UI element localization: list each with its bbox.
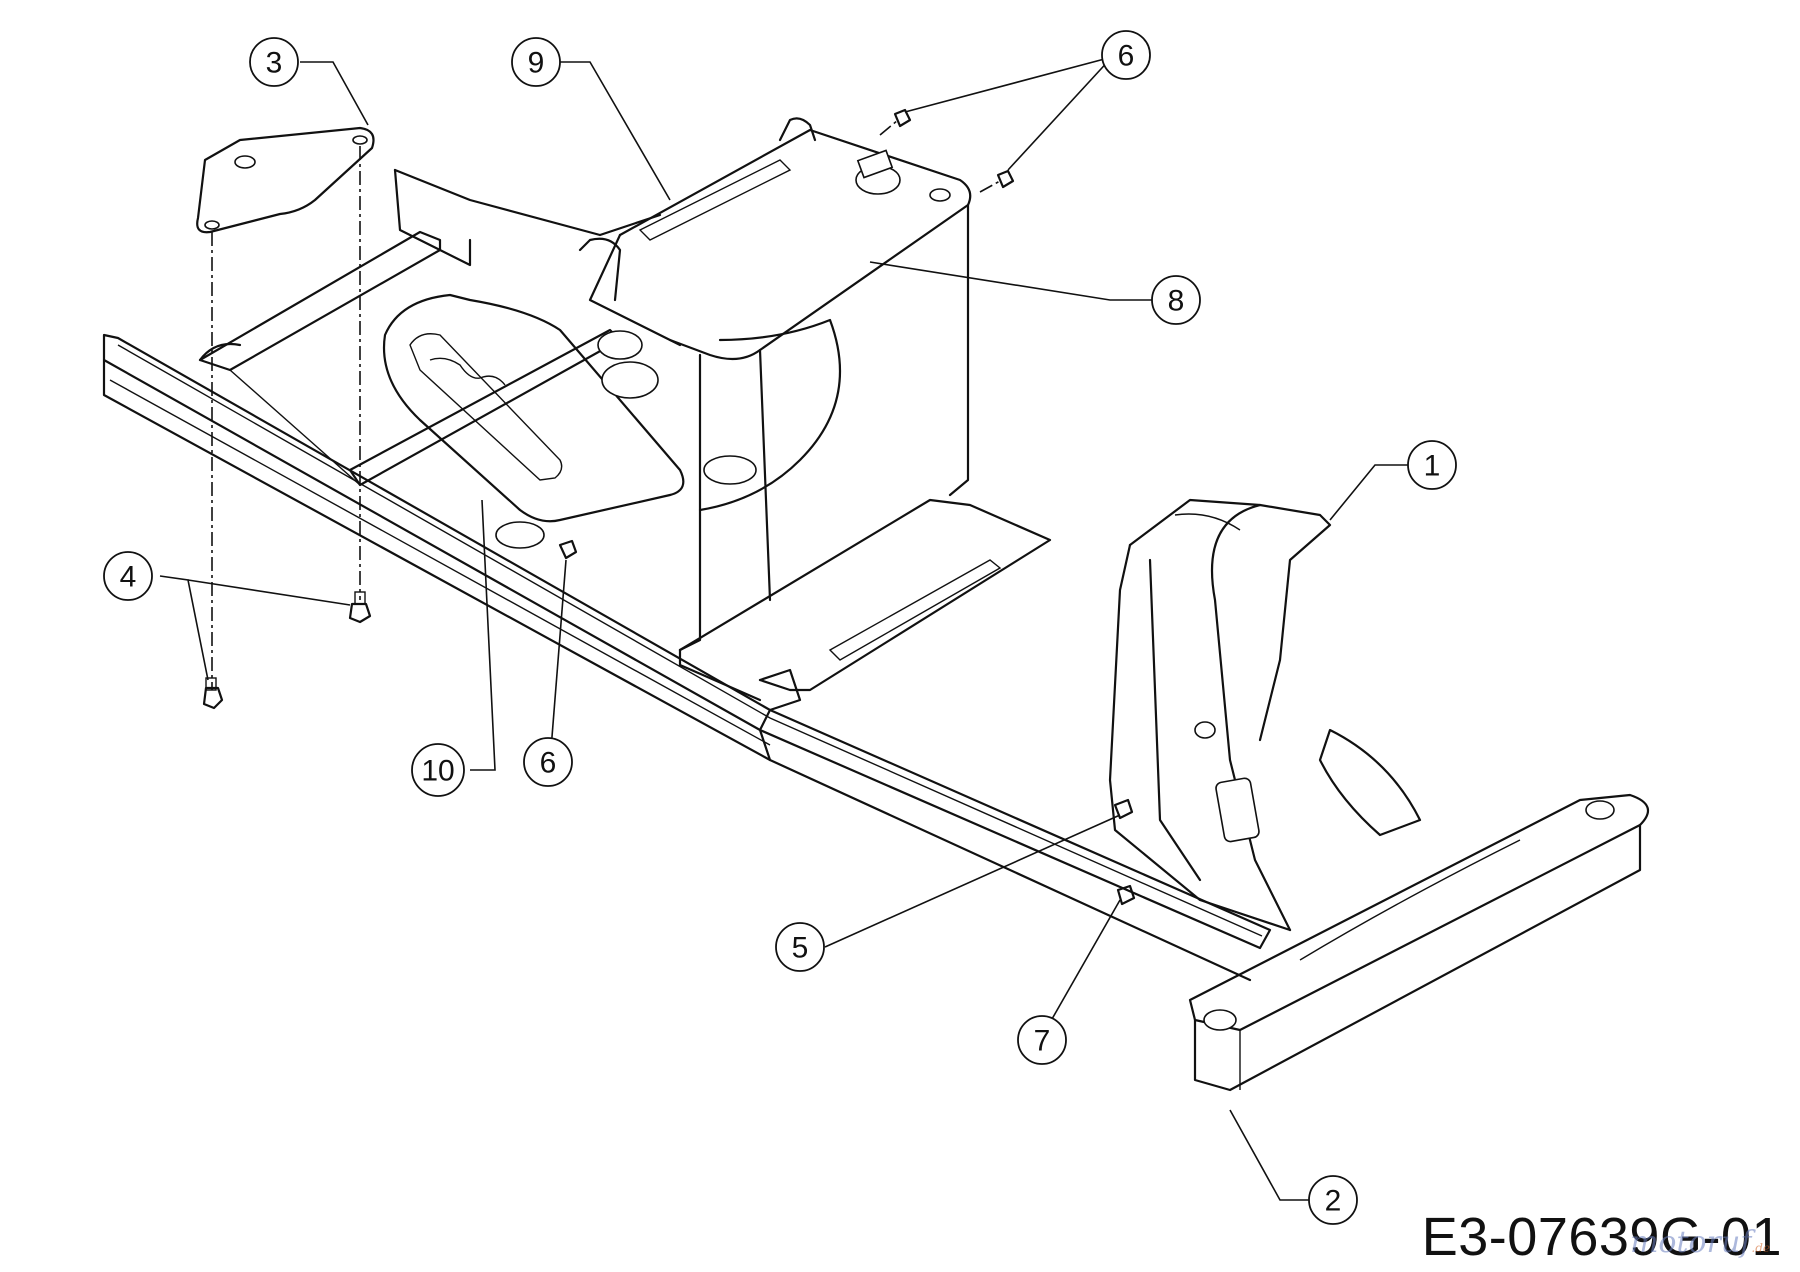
watermark-suffix: .de	[1751, 1241, 1770, 1255]
part-front-crossmember	[1188, 793, 1650, 1092]
callout-5-label: 5	[792, 932, 809, 965]
leader-lines	[159, 56, 1408, 1201]
callout-5: 5	[775, 922, 825, 972]
console-tower	[393, 117, 972, 652]
bolt-front-lower	[1113, 798, 1134, 820]
part-seat-adjuster-plate	[382, 293, 685, 523]
callout-4: 4	[103, 551, 153, 601]
callout-4-label: 4	[120, 561, 137, 594]
callout-7: 7	[1017, 1015, 1067, 1065]
callout-3-label: 3	[266, 47, 283, 80]
bolt-top-left	[879, 108, 912, 136]
nut-right	[348, 591, 372, 624]
nut-front	[1116, 884, 1136, 906]
steering-ring	[495, 318, 842, 549]
callout-6-top-label: 6	[1118, 40, 1135, 73]
callout-1-label: 1	[1424, 450, 1441, 483]
center-deck-plate	[678, 498, 1052, 712]
callout-10: 10	[411, 743, 465, 797]
callout-6-top: 6	[1101, 30, 1151, 80]
callout-2-label: 2	[1325, 1185, 1342, 1218]
callout-9: 9	[511, 37, 561, 87]
callout-10-label: 10	[421, 755, 454, 788]
part-bracket-plate	[196, 126, 375, 234]
nut-left	[202, 677, 224, 710]
callout-3: 3	[249, 37, 299, 87]
bolt-top-right	[979, 169, 1015, 193]
part-front-axle-bracket	[1108, 498, 1422, 932]
callout-1: 1	[1407, 440, 1457, 490]
drawing-code: E3-07639G-01	[1421, 1207, 1782, 1267]
bolt-center	[558, 539, 578, 560]
watermark-logo: motoruf.de	[1630, 1225, 1770, 1260]
main-frame-rail	[102, 333, 1272, 982]
callout-6-center-label: 6	[540, 747, 557, 780]
callout-8-label: 8	[1168, 285, 1185, 318]
callout-2: 2	[1308, 1175, 1358, 1225]
callout-7-label: 7	[1034, 1025, 1051, 1058]
callout-6-center: 6	[523, 737, 573, 787]
callout-8: 8	[1151, 275, 1201, 325]
callout-9-label: 9	[528, 47, 545, 80]
rear-crossmember	[198, 230, 622, 487]
watermark-brand: motoruf	[1629, 1225, 1752, 1260]
